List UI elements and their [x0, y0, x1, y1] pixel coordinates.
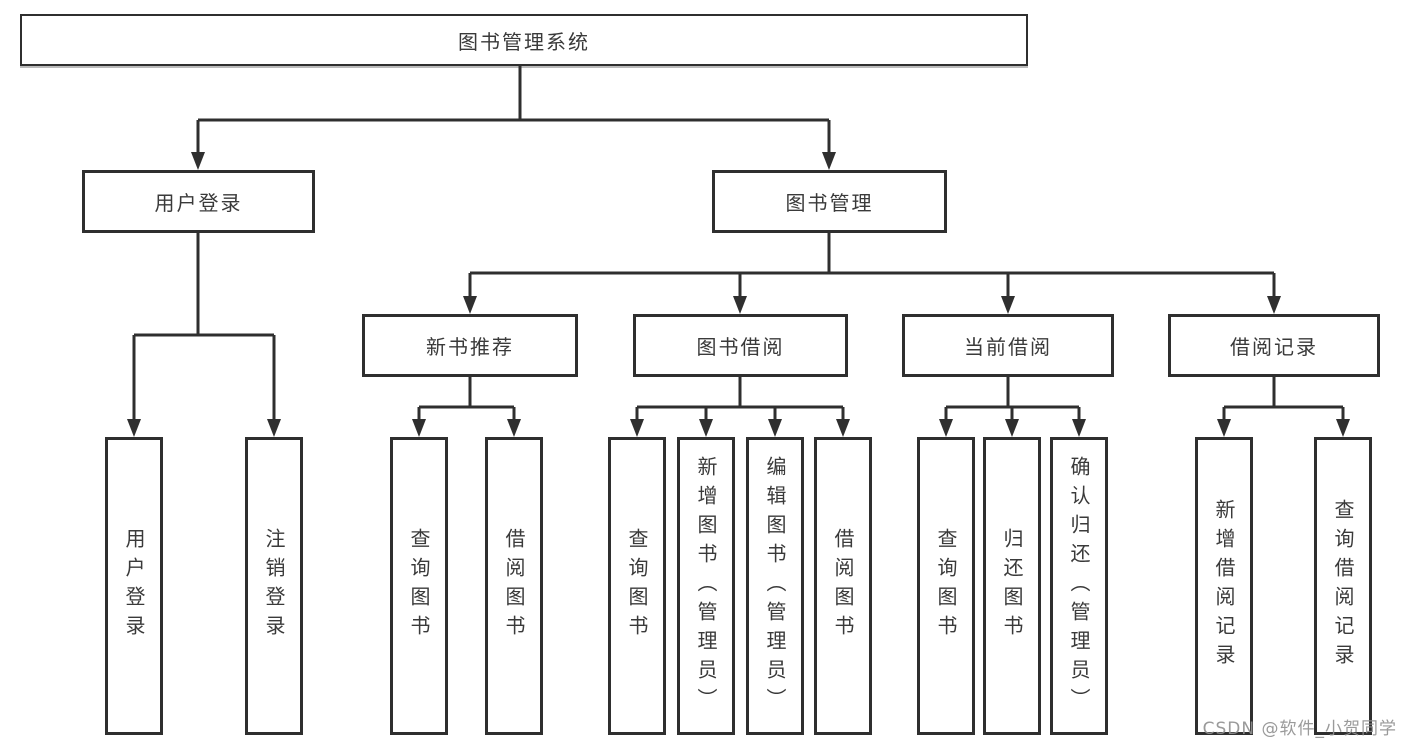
- leaf-current-confirm-return-admin: 确认归还（管理员）: [1050, 437, 1108, 735]
- leaf-current-query-books-label: 查询图书: [934, 528, 958, 644]
- node-user-login-label: 用户登录: [154, 191, 243, 215]
- node-new-book-recommend: 新书推荐: [362, 314, 578, 377]
- leaf-borrowing-borrow-books-label: 借阅图书: [831, 528, 855, 644]
- leaf-user-login-label: 用户登录: [122, 528, 146, 644]
- node-new-book-recommend-label: 新书推荐: [426, 335, 514, 359]
- leaf-logout-label: 注销登录: [262, 528, 286, 644]
- leaf-user-login: 用户登录: [105, 437, 163, 735]
- leaf-borrowing-borrow-books: 借阅图书: [814, 437, 872, 735]
- leaf-current-return-books-label: 归还图书: [1000, 528, 1024, 644]
- leaf-borrowing-query-books-label: 查询图书: [625, 528, 649, 644]
- leaf-records-query-record: 查询借阅记录: [1314, 437, 1372, 735]
- leaf-recommend-query-books: 查询图书: [390, 437, 448, 735]
- node-library-system: 图书管理系统: [20, 14, 1028, 66]
- node-book-management-label: 图书管理: [785, 191, 874, 215]
- node-library-system-label: 图书管理系统: [458, 29, 590, 54]
- arrowheads: [127, 152, 1350, 437]
- leaf-borrowing-edit-books-admin-label: 编辑图书（管理员）: [763, 455, 787, 717]
- leaf-records-add-record: 新增借阅记录: [1195, 437, 1253, 735]
- leaf-recommend-borrow-books: 借阅图书: [485, 437, 543, 735]
- node-book-borrowing-label: 图书借阅: [696, 335, 785, 359]
- leaf-recommend-borrow-books-label: 借阅图书: [502, 528, 526, 644]
- leaf-borrowing-add-books-admin-label: 新增图书（管理员）: [694, 455, 718, 717]
- leaf-borrowing-edit-books-admin: 编辑图书（管理员）: [746, 437, 804, 735]
- node-current-borrowing-label: 当前借阅: [964, 335, 1052, 359]
- leaf-current-confirm-return-admin-label: 确认归还（管理员）: [1067, 455, 1091, 717]
- leaf-current-return-books: 归还图书: [983, 437, 1041, 735]
- leaf-recommend-query-books-label: 查询图书: [407, 528, 431, 644]
- leaf-records-add-record-label: 新增借阅记录: [1212, 499, 1236, 673]
- node-book-management: 图书管理: [712, 170, 947, 233]
- leaf-current-query-books: 查询图书: [917, 437, 975, 735]
- leaf-records-query-record-label: 查询借阅记录: [1331, 499, 1355, 673]
- node-current-borrowing: 当前借阅: [902, 314, 1114, 377]
- leaf-borrowing-add-books-admin: 新增图书（管理员）: [677, 437, 735, 735]
- csdn-watermark: CSDN @软件_小贺同学: [1202, 719, 1397, 739]
- leaf-borrowing-query-books: 查询图书: [608, 437, 666, 735]
- node-borrow-records-label: 借阅记录: [1230, 335, 1318, 359]
- node-borrow-records: 借阅记录: [1168, 314, 1380, 377]
- node-user-login: 用户登录: [82, 170, 315, 233]
- leaf-logout: 注销登录: [245, 437, 303, 735]
- node-book-borrowing: 图书借阅: [633, 314, 848, 377]
